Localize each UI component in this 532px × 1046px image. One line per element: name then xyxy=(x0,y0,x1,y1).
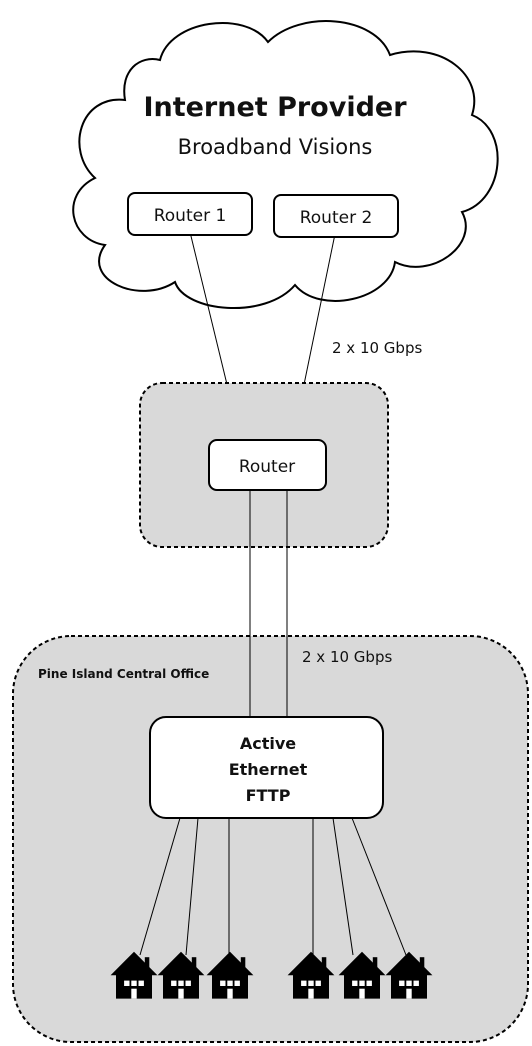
drop-line-1 xyxy=(139,817,181,956)
internet-provider-cloud: Internet Provider Broadband Visions xyxy=(72,20,499,310)
provider-subtitle: Broadband Visions xyxy=(178,135,373,159)
upstream-link-label: 2 x 10 Gbps xyxy=(332,339,422,357)
router-2: Router 2 xyxy=(273,194,399,238)
house-drop-lines xyxy=(139,817,407,956)
drop-line-5 xyxy=(332,817,354,956)
drop-line-6 xyxy=(351,817,407,956)
downstream-link-label: 2 x 10 Gbps xyxy=(302,648,392,666)
fttp-device: Active Ethernet FTTP xyxy=(149,716,384,819)
router-1: Router 1 xyxy=(127,192,253,236)
drop-line-2 xyxy=(185,817,199,956)
fttp-line-2: Ethernet xyxy=(229,760,308,779)
central-office-name: Pine Island Central Office xyxy=(38,667,209,681)
provider-title: Internet Provider xyxy=(143,92,407,123)
downstream-links xyxy=(249,490,288,718)
aggregation-router: Router xyxy=(208,439,327,491)
router-2-label: Router 2 xyxy=(300,208,373,228)
aggregation-router-label: Router xyxy=(239,457,295,477)
router-1-label: Router 1 xyxy=(154,206,227,226)
fttp-line-3: FTTP xyxy=(246,786,291,805)
fttp-line-1: Active xyxy=(240,734,296,753)
central-office-zone: Pine Island Central Office xyxy=(12,635,529,1043)
